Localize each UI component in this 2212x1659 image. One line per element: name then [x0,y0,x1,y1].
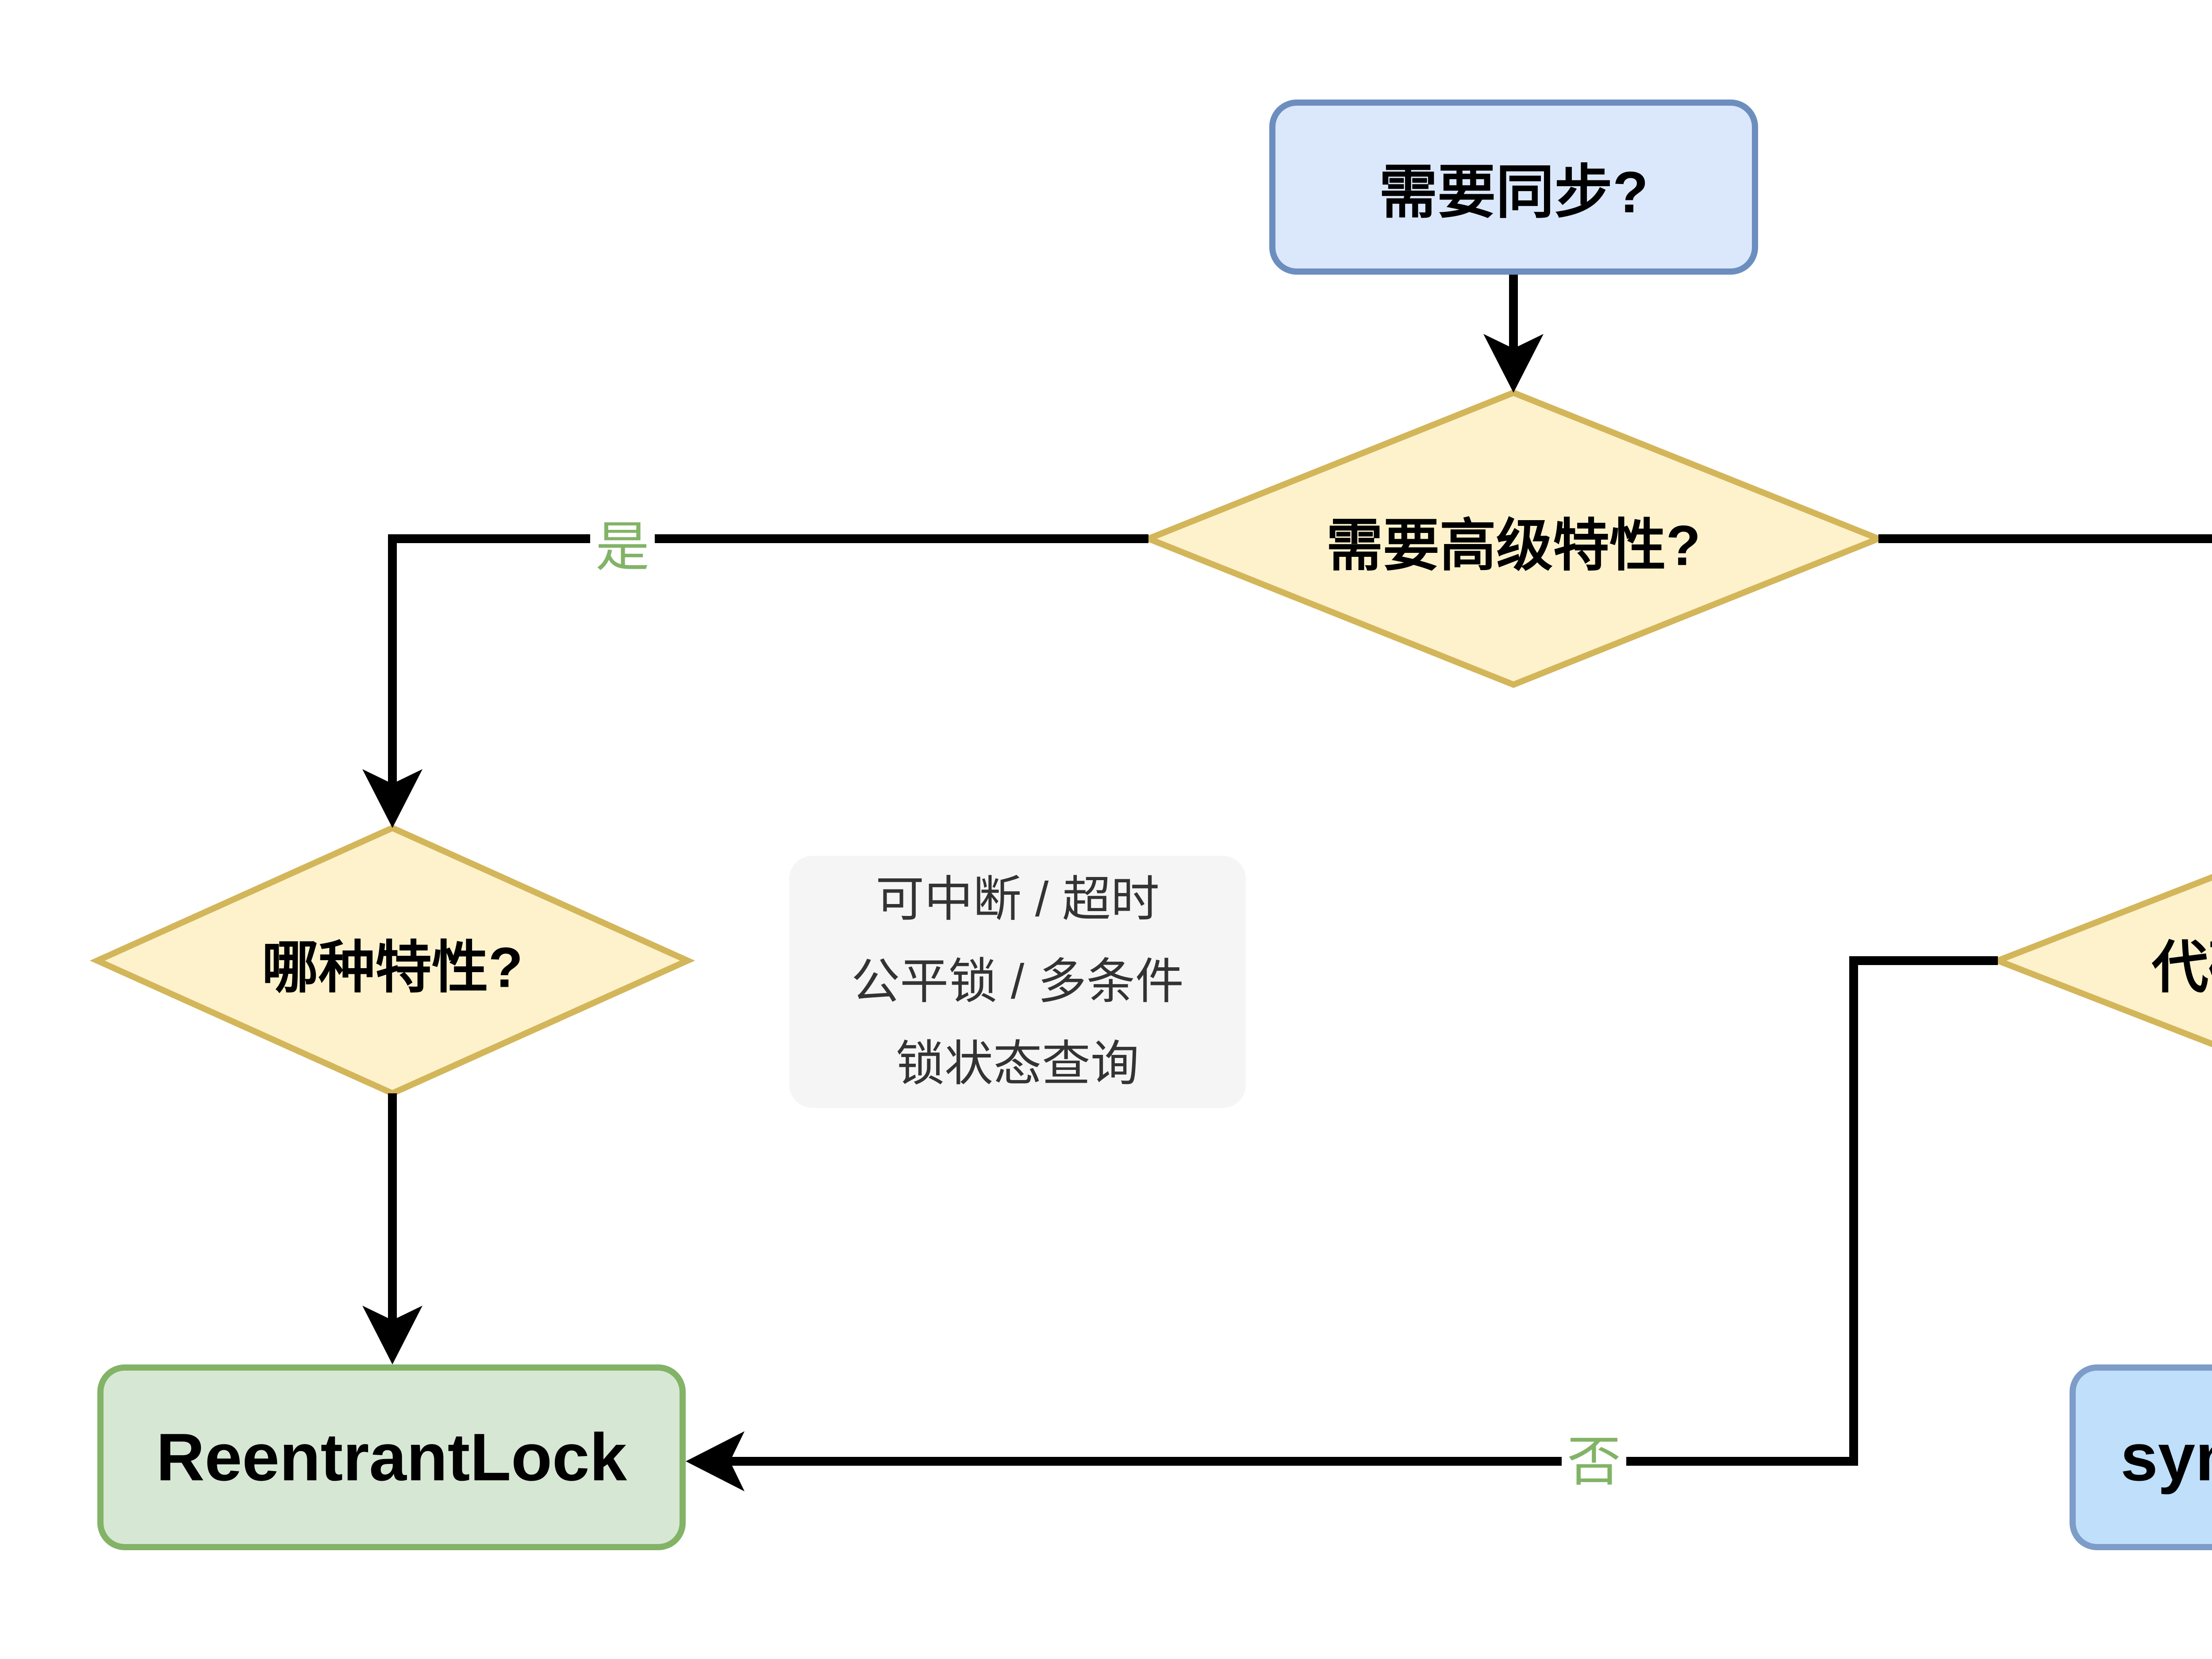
node-synchronized-label: synchronized [2120,1419,2212,1495]
diamond-need-advanced [1140,389,1887,688]
edge-label-simplicity-no: 否 [1562,1432,1626,1491]
diamond-simplicity-first-label: 代码简洁优先? [2151,936,2212,1000]
edge-advanced-yes [388,534,1148,784]
edge-simplicity-no [730,956,1998,1466]
node-reentrantlock: ReentrantLock [97,1364,686,1550]
arrowhead-into-need-advanced [1483,334,1544,393]
arrowhead-into-reentrantlock-right [686,1431,745,1491]
note-line-3: 锁状态查询 [896,1037,1139,1091]
note-line-2: 公平锁 / 多条件 [851,954,1184,1009]
diamond-which-feature-label: 哪种特性? [261,936,523,1000]
diamond-need-advanced-label: 需要高级特性? [1326,514,1701,578]
node-start-label: 需要同步? [1379,159,1648,225]
diamond-simplicity-first [1989,874,2212,1047]
edge-advanced-no [1878,534,2212,543]
arrowhead-into-which-feature [362,769,422,828]
node-start: 需要同步? [1269,100,1758,275]
arrowhead-into-reentrantlock-top [362,1306,422,1364]
edge-label-advanced-yes: 是 [590,517,655,577]
node-synchronized: synchronized [2070,1364,2212,1550]
node-reentrantlock-label: ReentrantLock [156,1419,627,1495]
note-line-1: 可中断 / 超时 [876,872,1160,927]
note-advanced-features: 可中断 / 超时 公平锁 / 多条件 锁状态查询 [789,856,1246,1108]
